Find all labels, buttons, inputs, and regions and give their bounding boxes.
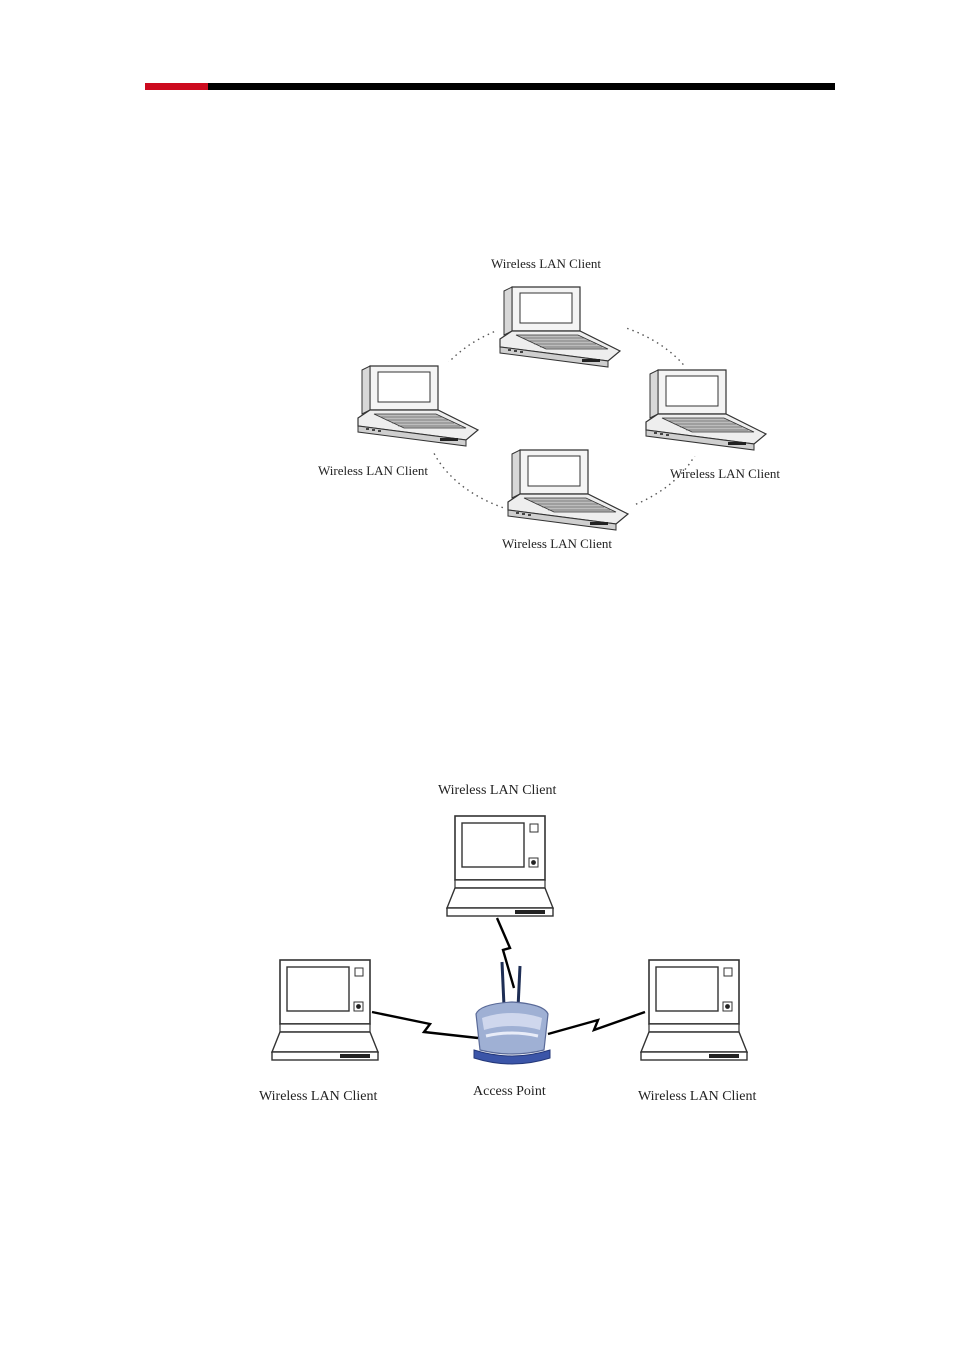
header-bar [145, 83, 835, 90]
adhoc-label-top: Wireless LAN Client [491, 256, 601, 271]
laptop-icon-infra-top [446, 815, 554, 917]
laptop-icon-left [354, 362, 484, 452]
infra-label-right: Wireless LAN Client [638, 1089, 757, 1104]
adhoc-label-right: Wireless LAN Client [670, 466, 780, 481]
laptop-icon-right [642, 366, 772, 456]
wireless-link-right [547, 1010, 646, 1036]
access-point-label: Access Point [473, 1084, 546, 1099]
adhoc-label-bottom: Wireless LAN Client [502, 536, 612, 551]
wireless-link-top [495, 917, 516, 989]
laptop-icon-top [496, 283, 626, 373]
header-rule [208, 83, 835, 90]
laptop-icon-infra-right [640, 959, 748, 1061]
laptop-icon-bottom [504, 446, 634, 536]
adhoc-label-left: Wireless LAN Client [318, 463, 428, 478]
infra-label-top: Wireless LAN Client [438, 783, 557, 798]
header-accent [145, 83, 208, 90]
laptop-icon-infra-left [271, 959, 379, 1061]
infra-label-left: Wireless LAN Client [259, 1089, 378, 1104]
wireless-link-left [371, 1010, 479, 1040]
